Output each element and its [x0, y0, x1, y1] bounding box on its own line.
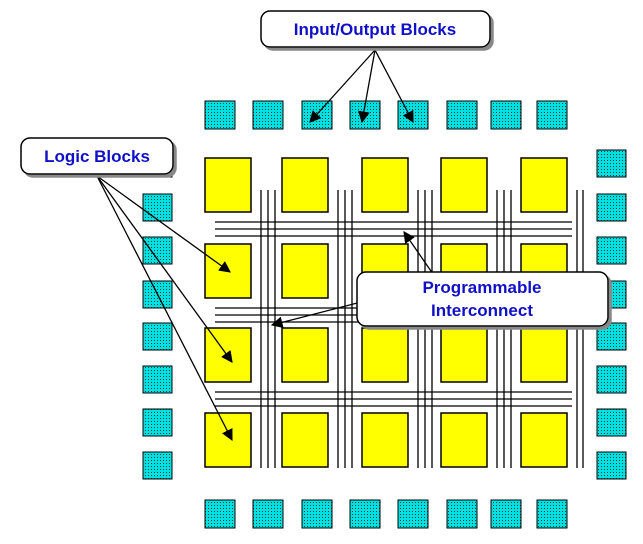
- logic-block: [361, 412, 409, 468]
- logic-block: [361, 157, 409, 213]
- io-block-right: [596, 149, 627, 178]
- logic-blocks-label: Logic Blocks: [44, 147, 150, 166]
- logic-block: [281, 243, 329, 299]
- io-block-bottom: [301, 499, 333, 529]
- io-block-left: [142, 365, 173, 394]
- logic-block: [281, 157, 329, 213]
- io-block-left: [142, 322, 173, 351]
- logic-blocks-callout: Logic Blocks: [20, 137, 174, 175]
- io-block-bottom: [204, 499, 236, 529]
- io-block-bottom: [446, 499, 478, 529]
- interconnect-callout-box: [356, 271, 609, 327]
- io-block-right: [596, 451, 627, 480]
- logic-block: [204, 327, 252, 383]
- logic-block: [440, 412, 488, 468]
- callout-arrow: [403, 231, 434, 275]
- io-block-top: [397, 100, 429, 130]
- logic-blocks-callout-box: [20, 137, 174, 175]
- io-block-top: [536, 100, 568, 130]
- logic-block: [204, 243, 252, 299]
- io-block-left: [142, 451, 173, 480]
- logic-block: [520, 157, 568, 213]
- logic-block: [281, 412, 329, 468]
- io-block-bottom: [490, 499, 522, 529]
- callout-arrow: [358, 49, 376, 124]
- logic-block: [520, 412, 568, 468]
- io-block-bottom: [349, 499, 381, 529]
- io-blocks-callout: Input/Output Blocks: [260, 10, 491, 48]
- logic-block: [440, 327, 488, 383]
- logic-block: [361, 327, 409, 383]
- callout-arrow: [96, 175, 233, 442]
- logic-block: [440, 157, 488, 213]
- logic-block: [204, 412, 252, 468]
- callout-arrow: [96, 175, 231, 273]
- io-block-left: [142, 408, 173, 437]
- io-blocks-label: Input/Output Blocks: [294, 20, 456, 39]
- callout-arrow: [96, 175, 233, 363]
- io-block-bottom: [397, 499, 429, 529]
- arrows-group: [96, 49, 434, 442]
- io-block-left: [142, 193, 173, 222]
- io-blocks-callout-box: [260, 10, 491, 48]
- io-block-top: [446, 100, 478, 130]
- logic-block: [281, 327, 329, 383]
- callout-arrow: [309, 49, 376, 123]
- io-block-top: [490, 100, 522, 130]
- io-block-bottom: [536, 499, 568, 529]
- io-block-top: [252, 100, 284, 130]
- logic-block: [520, 327, 568, 383]
- io-block-right: [596, 236, 627, 265]
- logic-block: [204, 157, 252, 213]
- io-block-bottom: [252, 499, 284, 529]
- io-block-right: [596, 322, 627, 351]
- interconnect-label-line2: Interconnect: [431, 301, 533, 320]
- logic-blocks-group: [204, 157, 568, 468]
- interconnect-callout: Programmable Interconnect: [356, 271, 609, 327]
- interconnect-label-line1: Programmable: [422, 278, 541, 297]
- callout-arrow: [374, 49, 414, 124]
- io-block-top: [204, 100, 236, 130]
- io-block-right: [596, 365, 627, 394]
- io-block-right: [596, 193, 627, 222]
- io-block-right: [596, 408, 627, 437]
